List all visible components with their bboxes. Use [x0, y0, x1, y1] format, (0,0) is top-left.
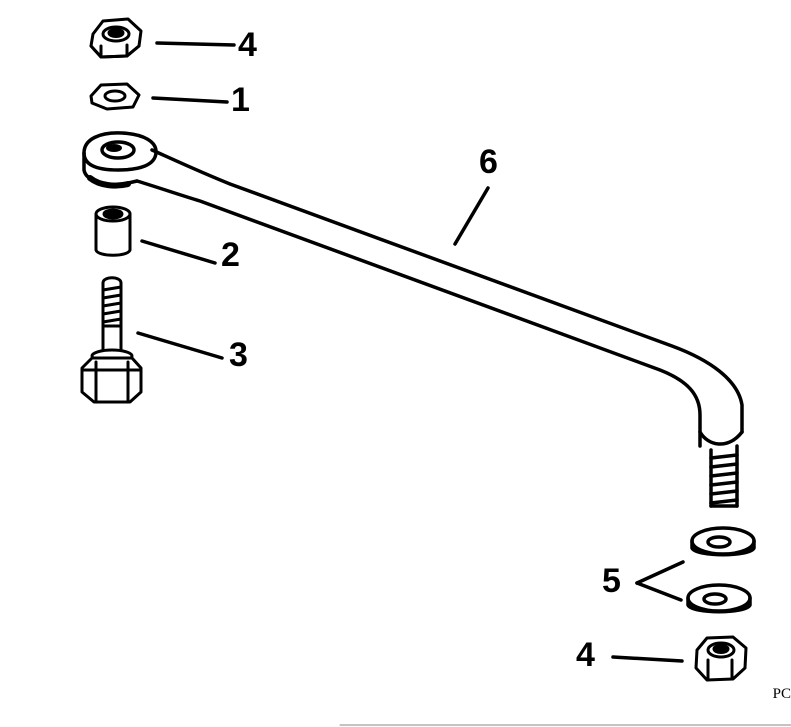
- top-lock-nut: [89, 17, 143, 59]
- callout-4-bottom-nut: 4: [576, 636, 595, 674]
- callout-1-washer: 1: [231, 81, 250, 119]
- callout-2-spacer: 2: [221, 236, 240, 274]
- callout-5-washers: 5: [602, 562, 621, 600]
- link-rod: [82, 131, 744, 508]
- spacer-sleeve: [94, 205, 132, 257]
- bottom-lock-nut: [694, 635, 748, 682]
- rod-threads: [709, 453, 739, 505]
- washer-bottom-lower: [686, 583, 752, 614]
- corner-code: PC: [772, 686, 791, 702]
- washer-top: [89, 82, 141, 111]
- leader-lines: [136, 41, 685, 663]
- callout-6-link-rod: 6: [479, 143, 498, 181]
- shoulder-bolt: [80, 276, 143, 404]
- callout-4-top-nut: 4: [238, 26, 257, 64]
- callout-3-bolt: 3: [229, 336, 248, 374]
- washer-bottom-upper: [690, 526, 756, 557]
